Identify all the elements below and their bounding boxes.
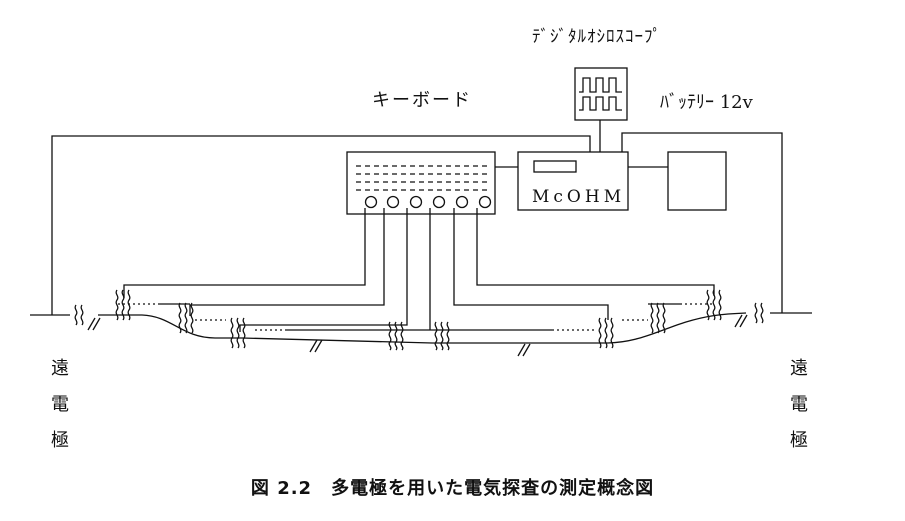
keyboard-terminal-4 [432, 195, 446, 209]
oscilloscope-label: ﾃﾞｼﾞﾀﾙｵｼﾛｽｺｰﾌﾟ [532, 27, 662, 47]
keyboard-terminal-5 [455, 195, 469, 209]
cable-break-icon-group [74, 289, 764, 351]
keyboard-terminal-3 [409, 195, 423, 209]
remote-electrode-left-char-2: 電 [51, 394, 69, 415]
battery-label: ﾊﾞｯﾃﾘｰ 12v [660, 92, 753, 113]
oscilloscope-waveform-icon [579, 77, 622, 93]
figure-caption: 図 2.2 多電極を用いた電気探査の測定概念図 [250, 478, 655, 499]
remote-electrode-left-char-3: 極 [51, 430, 69, 451]
remote-electrode-right-char-2: 電 [790, 394, 808, 415]
cable-3 [239, 208, 408, 332]
oscilloscope-box [574, 67, 628, 121]
remote-electrode-right-char-3: 極 [790, 430, 808, 451]
keyboard-terminal-6 [478, 195, 492, 209]
battery-box [667, 151, 727, 211]
mcohm-label: McOHM [532, 187, 626, 207]
remote-electrode-left-char-1: 遠 [51, 358, 69, 379]
mcohm-display [533, 160, 577, 173]
keyboard-label: キーボード [372, 90, 472, 111]
remote-electrode-left-wire [51, 135, 591, 315]
cable-1 [123, 208, 366, 298]
keyboard-terminal-1 [364, 195, 378, 209]
cable-6 [476, 208, 715, 296]
keyboard-box [346, 151, 496, 215]
remote-electrode-right-wire [621, 132, 783, 313]
remote-electrode-right-char-1: 遠 [790, 358, 808, 379]
cable-2 [189, 208, 385, 316]
keyboard-terminal-2 [386, 195, 400, 209]
cable-5 [453, 208, 609, 320]
mcohm-box [517, 151, 629, 211]
oscilloscope-waveform-icon-2 [579, 96, 622, 111]
ground-hatch-icon [87, 314, 748, 357]
ground-surface [30, 312, 812, 344]
